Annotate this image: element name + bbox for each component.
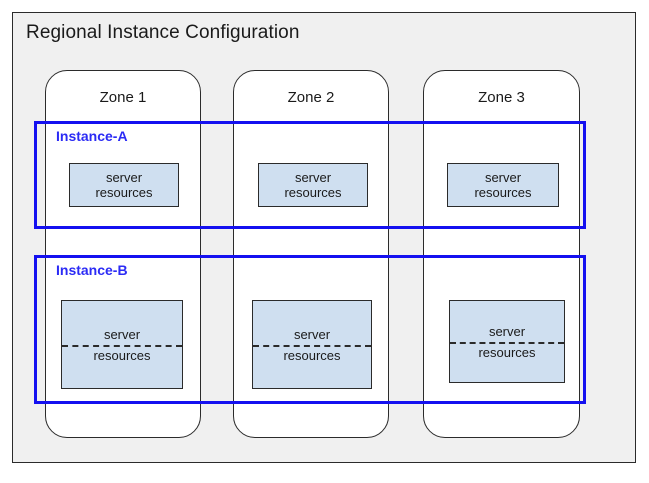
resource-line1-b-zone2: server	[293, 326, 331, 342]
instance-label-b: Instance-B	[56, 262, 128, 278]
resource-line1-a-zone1: server	[105, 170, 143, 185]
resource-box-b-zone1[interactable]: server resources	[61, 300, 183, 389]
zone-label-1: Zone 1	[99, 89, 147, 106]
resource-line2-a-zone3: resources	[474, 185, 532, 200]
resource-box-b-zone2[interactable]: server resources	[252, 300, 372, 389]
resource-line2-a-zone2: resources	[284, 185, 342, 200]
resource-box-b-zone3[interactable]: server resources	[449, 300, 565, 383]
resource-line1-a-zone2: server	[294, 170, 332, 185]
resource-line2-b-zone3: resources	[478, 344, 536, 360]
resource-divider-b-zone2	[253, 344, 371, 347]
page-title: Regional Instance Configuration	[26, 22, 300, 43]
resource-line2-b-zone1: resources	[93, 347, 151, 363]
resource-line1-b-zone3: server	[488, 323, 526, 339]
resource-divider-b-zone1	[62, 344, 182, 347]
zone-label-2: Zone 2	[287, 89, 335, 106]
resource-line1-a-zone3: server	[484, 170, 522, 185]
resource-line2-b-zone2: resources	[283, 347, 341, 363]
instance-label-a: Instance-A	[56, 128, 128, 144]
resource-line1-b-zone1: server	[103, 326, 141, 342]
zone-label-3: Zone 3	[478, 89, 525, 106]
resource-divider-b-zone3	[450, 341, 564, 344]
resource-line2-a-zone1: resources	[95, 185, 153, 200]
